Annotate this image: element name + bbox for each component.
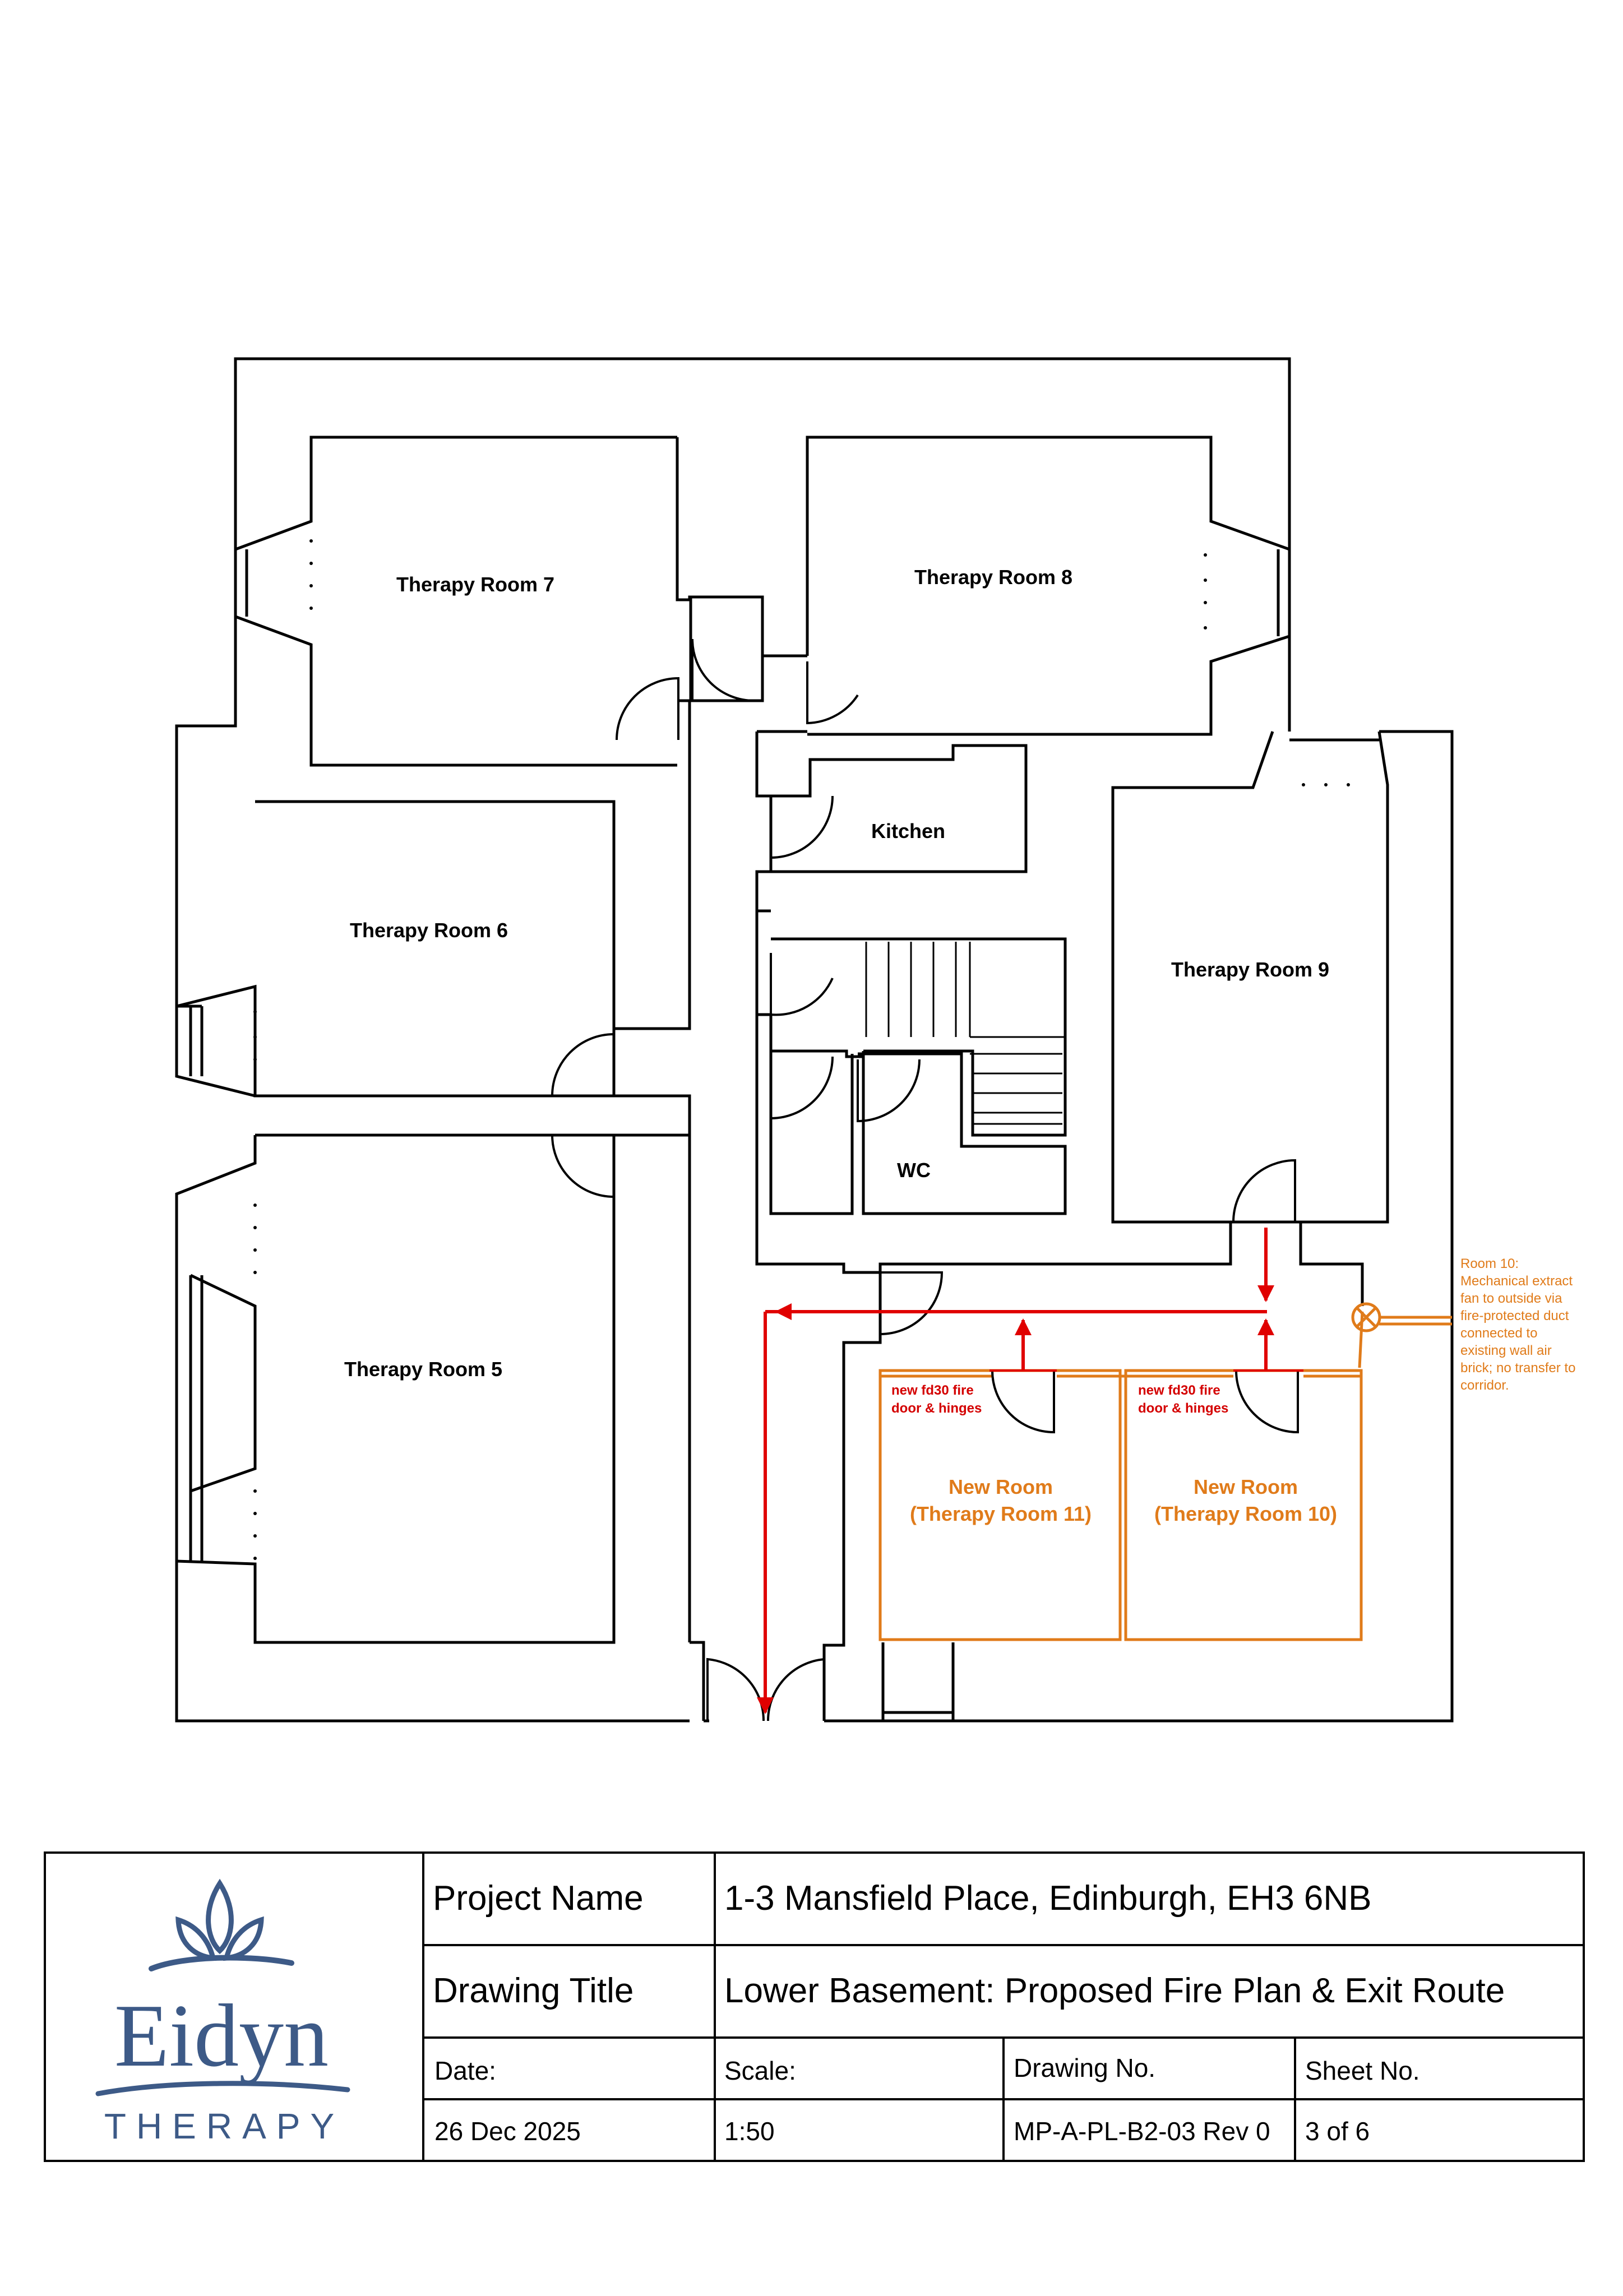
vent-note: Room 10: Mechanical extract fan to outsi… [1460,1256,1575,1393]
svg-text:fire-protected duct: fire-protected duct [1460,1308,1569,1323]
project-name-value: 1-3 Mansfield Place, Edinburgh, EH3 6NB [724,1879,1372,1918]
drawing-title-value: Lower Basement: Proposed Fire Plan & Exi… [724,1971,1505,2010]
building-walls [175,357,1454,1723]
svg-text:THERAPY: THERAPY [104,2106,344,2146]
label-new-room-10-sub: (Therapy Room 10) [1154,1502,1337,1525]
label-therapy-room-7: Therapy Room 7 [396,573,554,596]
title-block [44,1851,1585,2162]
svg-text:Eidyn: Eidyn [114,1985,329,2085]
label-therapy-room-5: Therapy Room 5 [344,1358,502,1381]
svg-text:connected to: connected to [1460,1326,1537,1341]
svg-text:Mechanical extract: Mechanical extract [1460,1274,1573,1289]
label-therapy-room-8: Therapy Room 8 [914,566,1072,589]
project-name-label: Project Name [433,1879,644,1918]
date-value: 26 Dec 2025 [434,2117,581,2146]
label-new-room-10: New Room [1194,1475,1298,1498]
date-label: Date: [434,2056,496,2085]
svg-text:brick; no transfer to: brick; no transfer to [1460,1360,1575,1376]
svg-text:corridor.: corridor. [1460,1378,1509,1393]
drawing-no-label: Drawing No. [1014,2053,1155,2082]
label-wc: WC [897,1159,931,1182]
svg-text:existing wall air: existing wall air [1460,1343,1552,1358]
label-new-room-11: New Room [949,1475,1053,1498]
lotus-icon [149,1878,294,1971]
label-therapy-room-6: Therapy Room 6 [350,919,508,942]
drawing-title-label: Drawing Title [433,1971,634,2010]
note-fire-door-10: new fd30 fire [1138,1383,1220,1398]
scale-label: Scale: [724,2056,796,2085]
window-markers [253,539,1350,1560]
extract-fan-icon [1351,1302,1381,1332]
label-therapy-room-9: Therapy Room 9 [1171,958,1329,981]
label-new-room-11-sub: (Therapy Room 11) [910,1502,1092,1525]
sheet-no-value: 3 of 6 [1305,2117,1370,2146]
scale-value: 1:50 [724,2117,775,2146]
note-fire-door-11-line2: door & hinges [891,1401,982,1416]
eidyn-therapy-logo: Eidyn THERAPY [95,1878,350,2146]
exit-route-arrows [757,1228,1274,1714]
note-fire-door-11: new fd30 fire [891,1383,974,1398]
drawing-no-value: MP-A-PL-B2-03 Rev 0 [1014,2117,1270,2146]
note-fire-door-10-line2: door & hinges [1138,1401,1228,1416]
sheet-no-label: Sheet No. [1305,2056,1420,2085]
label-kitchen: Kitchen [871,820,945,843]
svg-text:Room 10:: Room 10: [1460,1256,1519,1271]
svg-text:fan to outside via: fan to outside via [1460,1291,1562,1306]
